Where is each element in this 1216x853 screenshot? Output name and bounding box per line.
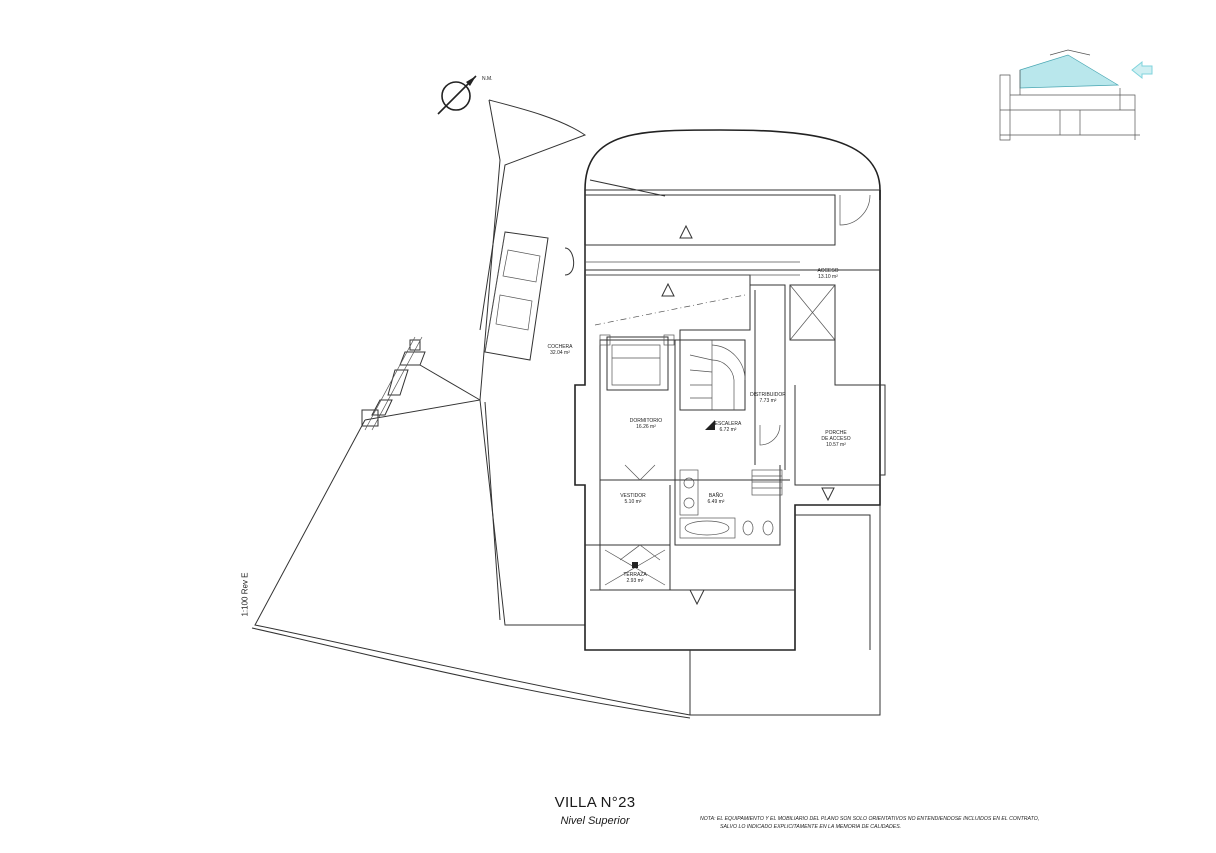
room-terraza-area: 2.93 m² (627, 578, 644, 584)
car-icon (484, 231, 549, 361)
room-vestidor-name: VESTIDOR (620, 493, 646, 499)
room-terraza-name: TERRAZA (623, 572, 647, 578)
room-cochera-name: COCHERA (547, 344, 573, 350)
scale-label: 1:100 Rev E (240, 572, 250, 617)
section-key-thumbnail (999, 49, 1140, 141)
section-pointer-arrow-icon (1131, 60, 1153, 80)
staircase-icon (679, 339, 746, 430)
room-labels: COCHERA 32.04 m² ACCESO 13.10 m² DORMITO… (547, 268, 850, 584)
bathroom-fixtures (679, 469, 783, 539)
drawing-note: NOTA: EL EQUIPAMIENTO Y EL MOBILIARIO DE… (700, 815, 1150, 831)
room-dormitorio-area: 16.26 m² (636, 424, 656, 430)
bed-icon (599, 334, 675, 391)
roof-canopy (584, 129, 881, 200)
room-distribuidor-area: 7.73 m² (760, 398, 777, 404)
slope-arrows (661, 224, 835, 606)
room-acceso-area: 13.10 m² (818, 274, 838, 280)
room-porche-area: 10.57 m² (826, 442, 846, 448)
room-acceso-name: ACCESO (817, 268, 838, 274)
drawing-subtitle: Nivel Superior (560, 815, 630, 827)
room-porche-name-2: DE ACCESO (821, 436, 850, 442)
room-distribuidor-name: DISTRIBUIDOR (750, 392, 786, 398)
terrace-drain (604, 549, 666, 586)
room-bano-area: 6.49 m² (708, 499, 725, 505)
room-cochera-area: 32.04 m² (550, 350, 570, 356)
room-vestidor-area: 5.10 m² (625, 499, 642, 505)
plot-outline (251, 99, 691, 719)
drawing-title: VILLA N°23 (554, 794, 636, 811)
north-label: N.M. (482, 76, 493, 82)
note-line-2: SALVO LO INDICADO EXPLICITAMENTE EN LA M… (720, 824, 902, 830)
room-dormitorio-name: DORMITORIO (630, 418, 663, 424)
room-porche-name: PORCHE (825, 430, 847, 436)
boundary-wall (361, 336, 426, 431)
room-escalera-area: 6.72 m² (720, 427, 737, 433)
note-line-1: NOTA: EL EQUIPAMIENTO Y EL MOBILIARIO DE… (700, 816, 1040, 822)
north-arrow-icon: N.M. (437, 75, 493, 115)
room-bano-name: BAÑO (709, 492, 723, 499)
room-escalera-name: ESCALERA (715, 421, 742, 427)
